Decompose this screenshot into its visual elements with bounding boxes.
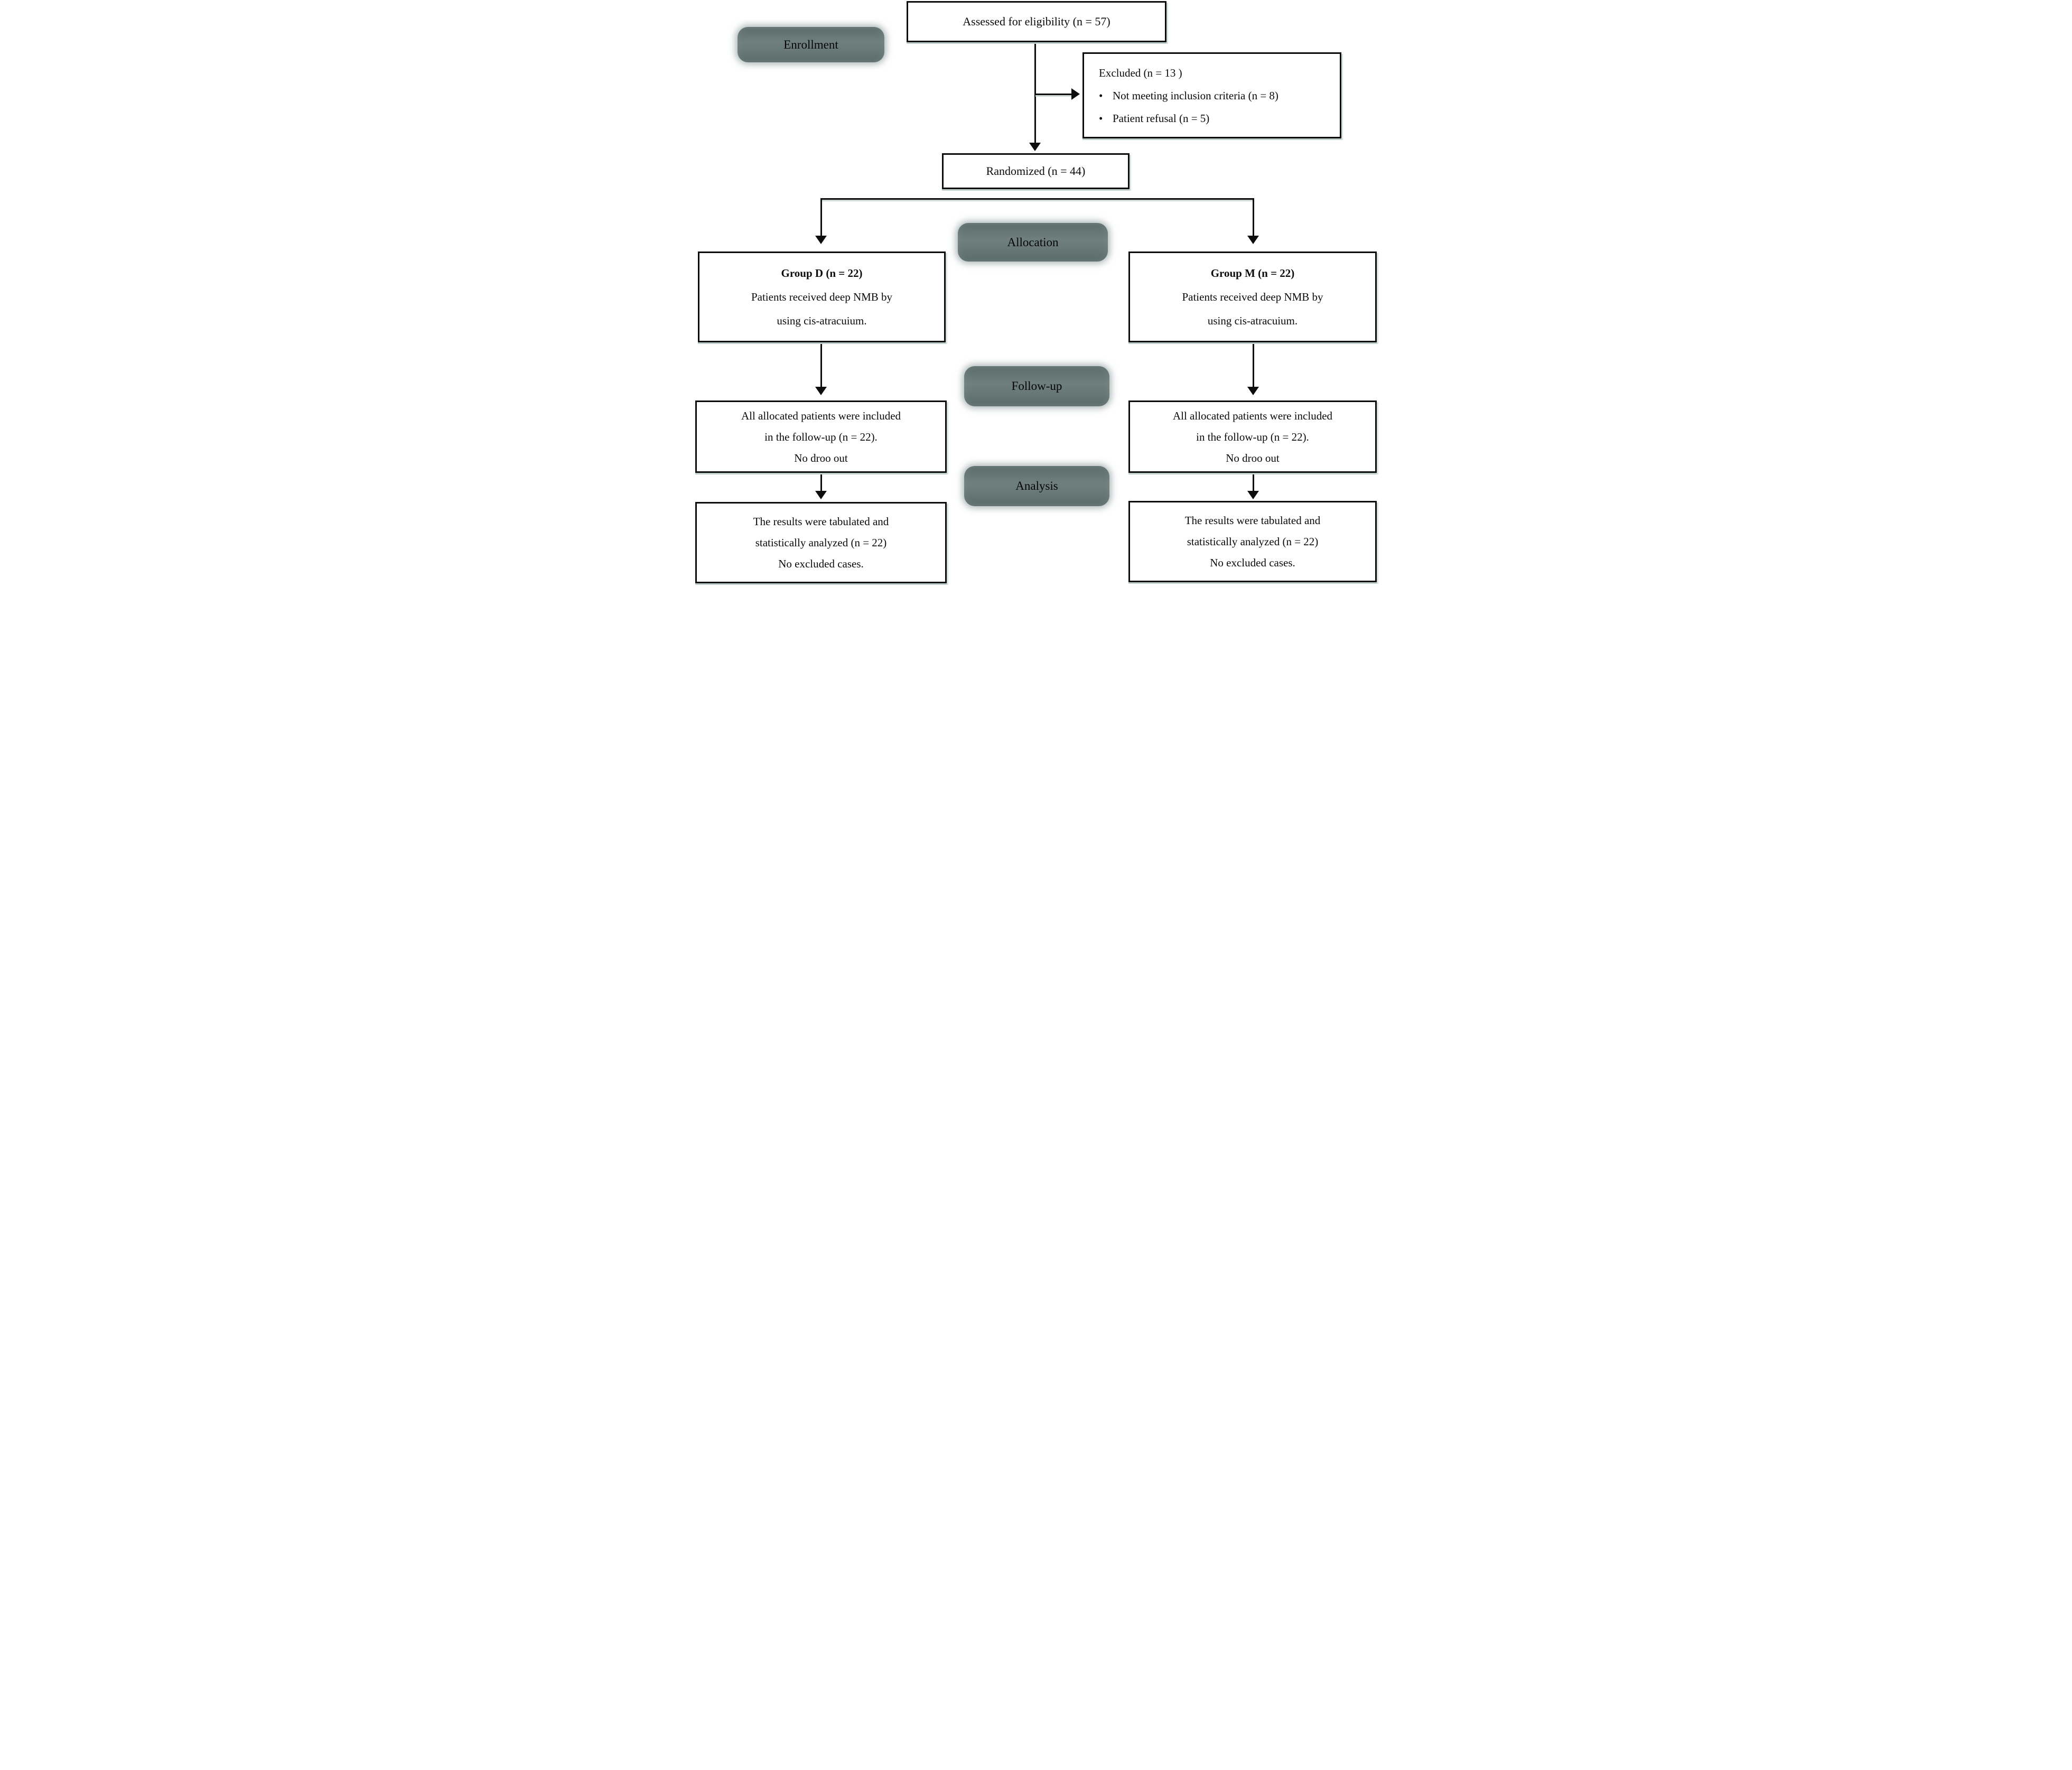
arrowhead-down-group-d — [815, 236, 827, 244]
followup-right-box: All allocated patients were included in … — [1128, 400, 1377, 473]
excluded-box-content: Excluded (n = 13 ) • Not meeting inclusi… — [1084, 64, 1340, 127]
arrowhead-right-excluded — [1071, 88, 1080, 100]
stage-label-followup-text: Follow-up — [1011, 379, 1062, 393]
excluded-title: Excluded (n = 13 ) — [1099, 66, 1182, 79]
group-d-box: Group D (n = 22) Patients received deep … — [698, 251, 946, 342]
followup-right-line: No droo out — [1226, 451, 1280, 464]
group-d-line: using cis-atracuium. — [777, 314, 867, 327]
randomized-text: Randomized (n = 44) — [986, 164, 1086, 178]
excluded-item-row: • Patient refusal (n = 5) — [1099, 109, 1334, 127]
analysis-right-box: The results were tabulated and statistic… — [1128, 501, 1377, 582]
arrowhead-down-analysis-left — [815, 491, 827, 499]
assessed-eligibility-box: Assessed for eligibility (n = 57) — [907, 1, 1166, 42]
arrowhead-down-followup-left — [815, 387, 827, 395]
stage-label-enrollment-text: Enrollment — [783, 38, 838, 51]
followup-left-box: All allocated patients were included in … — [695, 400, 947, 473]
consort-flow-diagram: Enrollment Allocation Follow-up Analysis… — [693, 0, 1379, 589]
analysis-right-line: The results were tabulated and — [1184, 514, 1321, 527]
connector-split-to-group-d — [820, 198, 822, 237]
excluded-item-text: Patient refusal (n = 5) — [1113, 111, 1210, 125]
group-m-box: Group M (n = 22) Patients received deep … — [1128, 251, 1377, 342]
stage-label-analysis: Analysis — [964, 466, 1109, 506]
stage-label-followup: Follow-up — [964, 366, 1109, 406]
followup-right-line: All allocated patients were included — [1172, 409, 1333, 422]
arrowhead-down-randomized — [1029, 143, 1041, 151]
connector-to-excluded — [1035, 94, 1072, 95]
analysis-left-line: statistically analyzed (n = 22) — [755, 536, 887, 549]
followup-left-line: All allocated patients were included — [741, 409, 901, 422]
group-m-line: using cis-atracuium. — [1207, 314, 1298, 327]
excluded-box: Excluded (n = 13 ) • Not meeting inclusi… — [1082, 52, 1341, 138]
randomized-box: Randomized (n = 44) — [942, 153, 1130, 189]
arrowhead-down-analysis-right — [1247, 491, 1259, 499]
bullet-icon: • — [1099, 89, 1103, 102]
group-m-title: Group M (n = 22) — [1210, 266, 1295, 280]
analysis-left-line: The results were tabulated and — [753, 515, 889, 528]
connector-followup-to-analysis-right — [1253, 472, 1254, 492]
connector-group-m-to-followup — [1253, 342, 1254, 388]
stage-label-allocation-text: Allocation — [1007, 235, 1059, 249]
connector-followup-to-analysis-left — [820, 473, 822, 492]
stage-label-allocation: Allocation — [958, 223, 1108, 262]
followup-left-line: in the follow-up (n = 22). — [764, 430, 878, 443]
analysis-left-box: The results were tabulated and statistic… — [695, 502, 947, 583]
group-d-line: Patients received deep NMB by — [751, 290, 893, 303]
arrowhead-down-followup-right — [1247, 387, 1259, 395]
group-d-title: Group D (n = 22) — [781, 266, 863, 280]
analysis-right-line: No excluded cases. — [1210, 556, 1295, 569]
stage-label-enrollment: Enrollment — [738, 27, 884, 62]
followup-left-line: No droo out — [794, 451, 848, 464]
assessed-eligibility-text: Assessed for eligibility (n = 57) — [963, 15, 1110, 28]
connector-assessed-to-randomized — [1034, 42, 1036, 144]
stage-label-analysis-text: Analysis — [1015, 479, 1058, 492]
bullet-icon: • — [1099, 111, 1103, 125]
arrowhead-down-group-m — [1247, 236, 1259, 244]
split-line-randomized — [821, 198, 1254, 200]
excluded-item-text: Not meeting inclusion criteria (n = 8) — [1113, 89, 1278, 102]
analysis-left-line: No excluded cases. — [778, 557, 864, 570]
followup-right-line: in the follow-up (n = 22). — [1196, 430, 1309, 443]
connector-group-d-to-followup — [820, 342, 822, 388]
group-m-line: Patients received deep NMB by — [1182, 290, 1323, 303]
excluded-item-row: • Not meeting inclusion criteria (n = 8) — [1099, 87, 1334, 105]
connector-split-to-group-m — [1253, 198, 1254, 237]
analysis-right-line: statistically analyzed (n = 22) — [1187, 535, 1319, 548]
excluded-title-row: Excluded (n = 13 ) — [1099, 64, 1334, 82]
